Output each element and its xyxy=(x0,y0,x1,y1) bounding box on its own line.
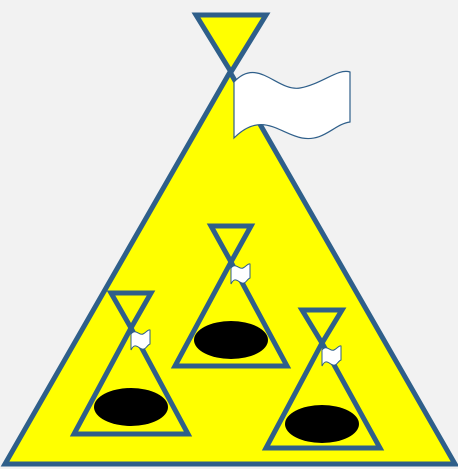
small-tent-right-hole xyxy=(285,405,359,443)
small-tent-left-hole xyxy=(94,388,168,426)
small-tent-center-hole xyxy=(194,321,268,359)
main-tent-top xyxy=(196,15,266,72)
